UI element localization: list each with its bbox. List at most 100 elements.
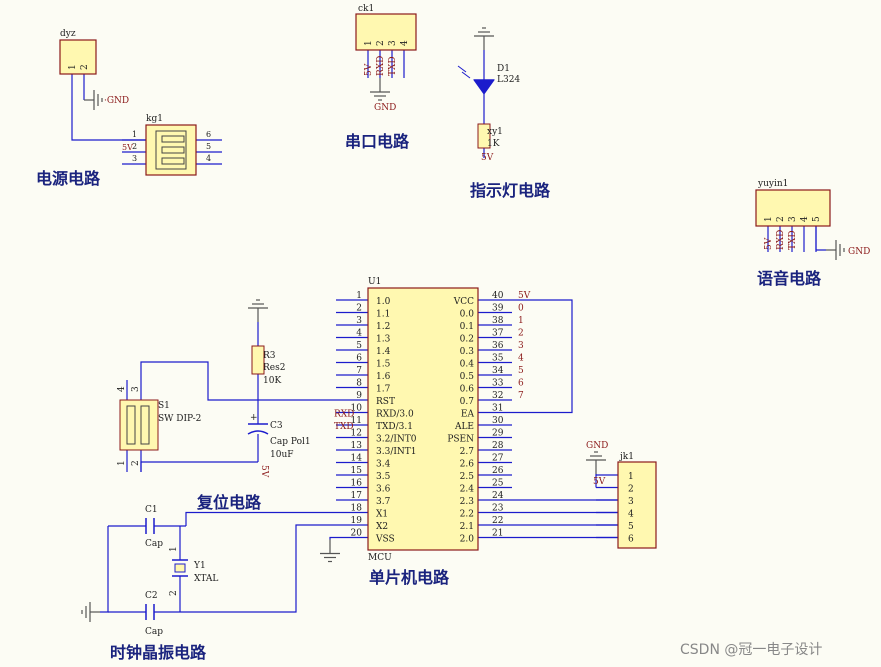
s1-body	[119, 399, 159, 451]
u1-pin-num-20: 20	[351, 529, 363, 539]
c3-net-label: 5V	[259, 465, 269, 478]
yuyin1-net-label-5V: 5V	[764, 237, 774, 250]
u1-pin-num-15: 15	[351, 466, 363, 476]
jk1-pin-label-2: 2	[628, 485, 634, 495]
u1-pin-num-9: 9	[356, 391, 362, 401]
u1-pin-num-1: 1	[356, 291, 362, 301]
u1-pin-name-30: ALE	[454, 422, 474, 432]
u1-pin-name-23: 2.2	[460, 510, 474, 520]
r3-value: 10K	[263, 376, 281, 386]
u1-net-35: 4	[518, 354, 524, 364]
yuyin1-pin-label-3: 3	[788, 216, 798, 222]
u1-pin-num-8: 8	[356, 379, 362, 389]
u1-pin-num-28: 28	[492, 441, 504, 451]
kg1-left-pin-label-3: 3	[132, 154, 137, 163]
x1-wire	[185, 511, 336, 526]
u1-pin-name-38: 0.1	[460, 322, 474, 332]
u1-net-36: 3	[518, 341, 524, 351]
yuyin1-pin-label-2: 2	[776, 216, 786, 222]
u1-net-33: 6	[518, 379, 524, 389]
u1-pin-name-15: 3.5	[376, 472, 391, 482]
u1-vcc-ea-wire	[512, 299, 573, 414]
voice-section-title: 语音电路	[757, 269, 822, 288]
u1-pin-num-31: 31	[492, 404, 503, 414]
u1-net-39: 0	[518, 304, 524, 314]
jk1-pin-label-1: 1	[628, 472, 634, 482]
kg1-slot	[155, 130, 187, 170]
u1-pin-name-35: 0.4	[460, 360, 475, 370]
u1-pin-name-8: 1.7	[376, 385, 391, 395]
u1-pin-num-4: 4	[356, 329, 362, 339]
kg1-5v-label: 5V	[122, 143, 133, 152]
kg1-lever-0	[161, 135, 185, 143]
u1-pin-num-12: 12	[351, 429, 362, 439]
c1-type: Cap	[145, 539, 163, 549]
u1-pin-name-24: 2.3	[460, 497, 475, 507]
u1-pin-name-32: 0.7	[460, 397, 475, 407]
u1-pin-name-21: 2.0	[460, 535, 475, 545]
y1-pin-label-2: 2	[169, 590, 179, 596]
c3-plate-bottom	[247, 430, 269, 435]
u1-pin-num-38: 38	[492, 316, 504, 326]
u1-pin-name-27: 2.6	[460, 460, 475, 470]
u1-pin-name-13: 3.3/INT1	[376, 447, 417, 457]
indicator-section-title: 指示灯电路	[470, 181, 551, 200]
u1-pin-num-32: 32	[492, 391, 503, 401]
s1-type: SW DIP-2	[158, 414, 201, 424]
u1-pin-name-7: 1.6	[376, 372, 391, 382]
ck1-ref: ck1	[358, 4, 374, 14]
jk1-pin-label-6: 6	[628, 535, 634, 545]
jk1-pin-label-3: 3	[628, 497, 634, 507]
u1-pin-name-19: X2	[376, 522, 388, 532]
clock-section-title: 时钟晶振电路	[110, 643, 207, 662]
jk1-body	[617, 461, 657, 549]
dyz-to-kg1-wire	[71, 96, 146, 141]
ck1-net-label-TXD: TXD	[388, 56, 398, 76]
u1-pin-num-21: 21	[492, 529, 503, 539]
kg1-right-pin-label-6: 6	[206, 130, 211, 139]
ground-symbols	[81, 27, 845, 622]
y1-ref: Y1	[193, 561, 206, 571]
u1-pin-num-24: 24	[492, 491, 504, 501]
jk1-pin-label-4: 4	[628, 510, 634, 520]
u1-pin-num-5: 5	[356, 341, 362, 351]
yuyin1-net-label-TXD: TXD	[788, 230, 798, 250]
s1-pin-label-3: 3	[131, 386, 141, 392]
yuyin1-pin-label-5: 5	[812, 216, 822, 222]
component-bodies	[59, 13, 831, 620]
u1-value: MCU	[368, 553, 392, 563]
u1-pin-num-23: 23	[492, 504, 504, 514]
u1-pin-name-29: PSEN	[447, 435, 474, 445]
d1-value: L324	[497, 75, 520, 85]
u1-pin-num-34: 34	[492, 366, 504, 376]
wires	[71, 50, 826, 613]
u1-net-34: 5	[518, 366, 524, 376]
kg1-lever-1	[161, 146, 185, 154]
xy1-value: 1K	[487, 139, 500, 149]
u1-body	[367, 287, 479, 551]
u1-pin-num-39: 39	[492, 304, 504, 314]
u1-pin-name-16: 3.6	[376, 485, 391, 495]
dyz-pin-label-2: 2	[80, 64, 90, 70]
u1-pin-num-18: 18	[351, 504, 363, 514]
ck1-pin-label-3: 3	[388, 40, 398, 46]
r3-ref: R3	[263, 351, 276, 361]
d1-emit-arrow2	[461, 71, 471, 79]
u1-pin-num-17: 17	[351, 491, 363, 501]
d1-diode-triangle	[473, 79, 495, 95]
u1-net-40: 5V	[518, 291, 531, 301]
u1-pin-num-25: 25	[492, 479, 504, 489]
u1-net-11: TXD	[334, 422, 354, 432]
dyz-ref: dyz	[60, 29, 76, 39]
u1-pin-name-33: 0.6	[460, 385, 475, 395]
ck1-net-label-RXD: RXD	[376, 56, 386, 76]
yuyin1-pin-label-1: 1	[764, 216, 774, 222]
kg1-left-pin-label-2: 2	[132, 142, 137, 151]
u1-pin-name-14: 3.4	[376, 460, 391, 470]
ck1-gnd-label: GND	[374, 103, 396, 113]
c2-ref: C2	[145, 591, 158, 601]
s1-switch-2	[140, 405, 150, 445]
jk1-gnd-label: GND	[586, 441, 608, 451]
power-section-title: 电源电路	[36, 169, 101, 188]
